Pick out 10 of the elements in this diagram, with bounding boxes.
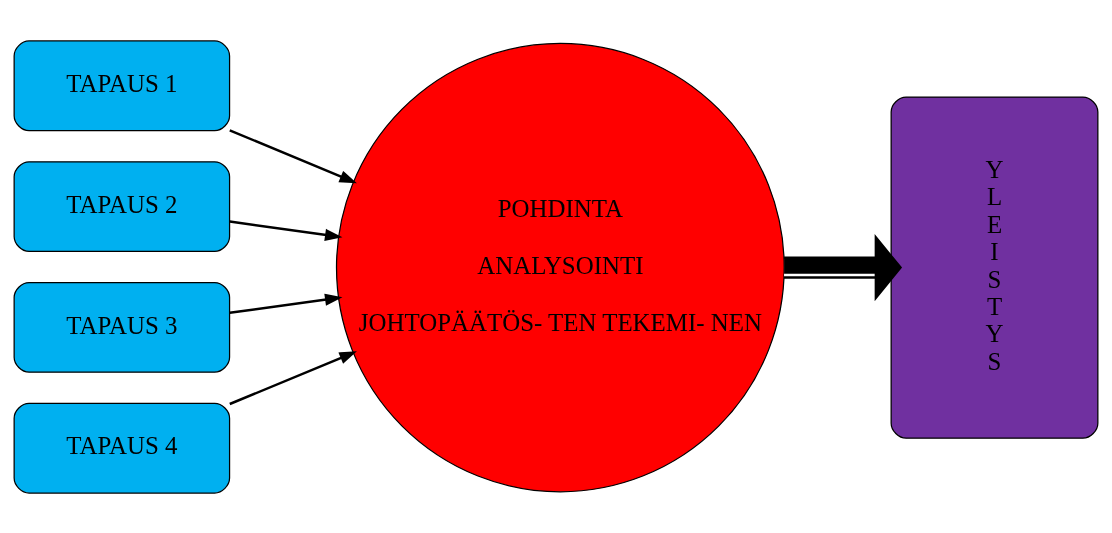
node-box: TAPAUS 4 [13,402,231,494]
node-box: Y L E I S T Y S [890,95,1099,439]
arrow [229,293,343,314]
arrow [229,128,357,183]
arrow [229,219,343,241]
arrow [229,350,357,405]
node-box: TAPAUS 2 [13,160,231,252]
node-box: TAPAUS 1 [13,39,231,131]
arrow [784,233,903,301]
node-box: TAPAUS 3 [13,281,231,373]
